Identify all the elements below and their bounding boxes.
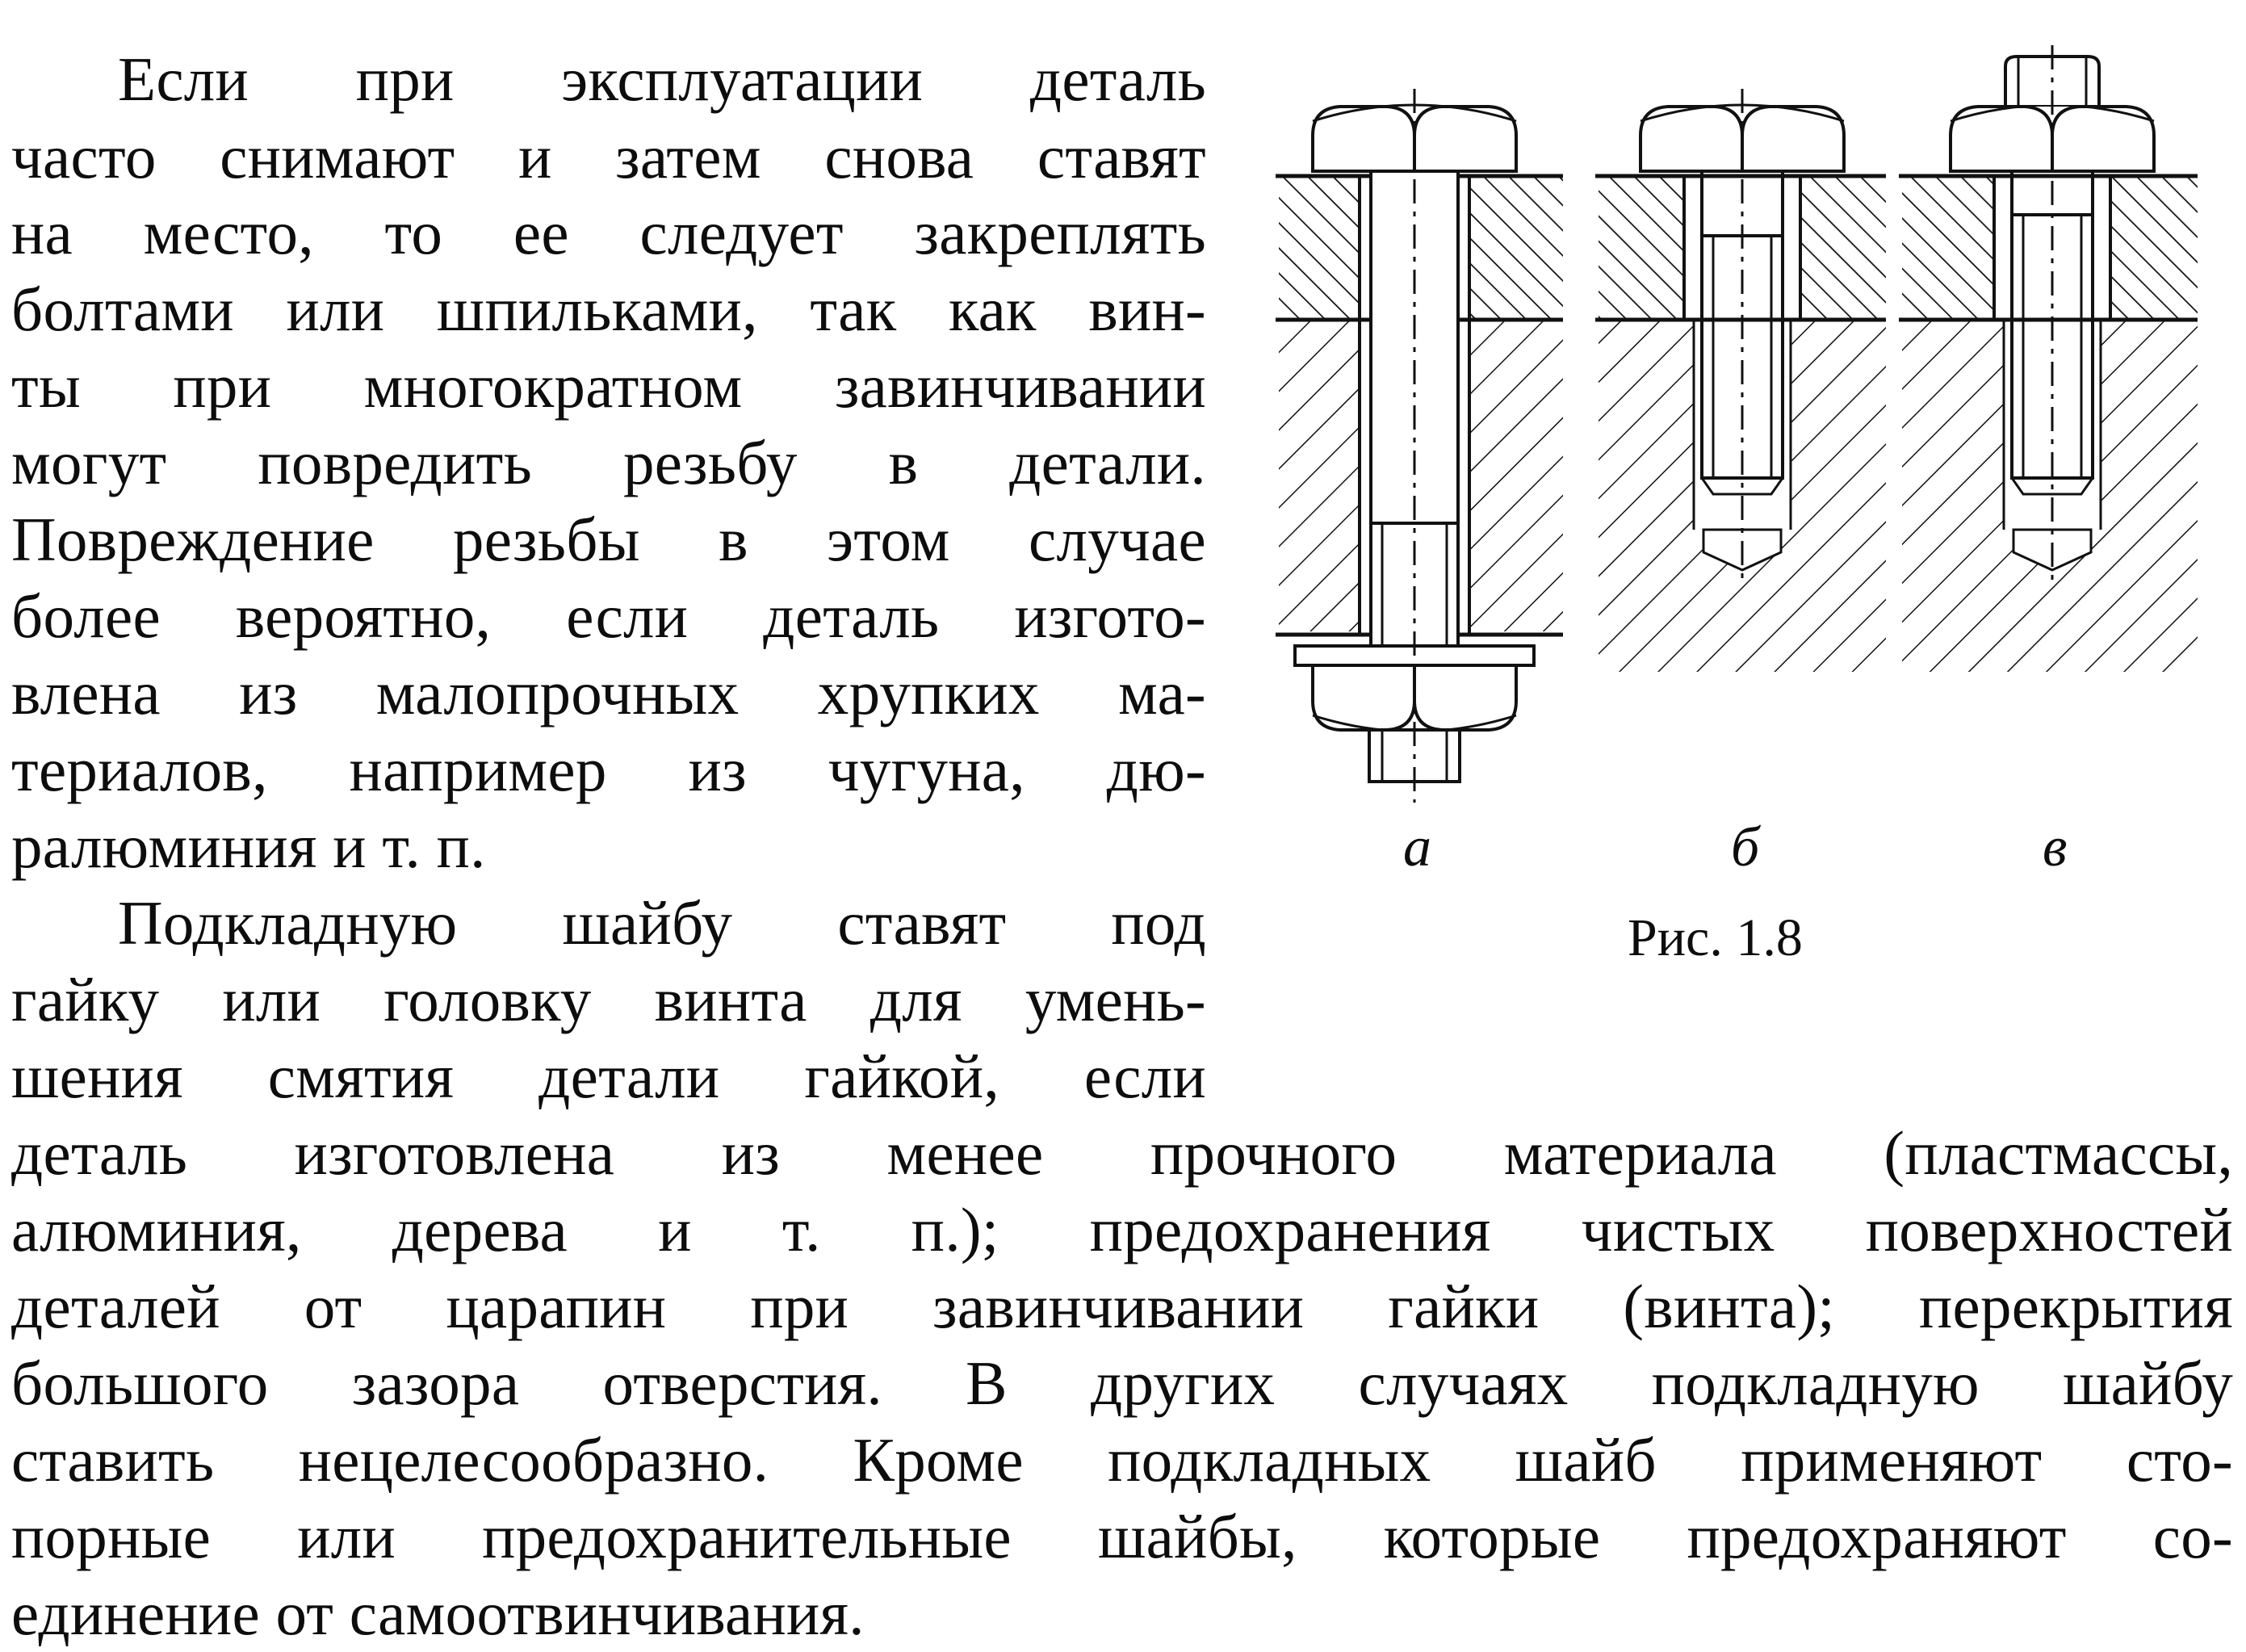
- text-line: порные или предохранительные шайбы, кото…: [11, 1502, 2233, 1571]
- text-line: на место, то ее следует закреплять: [11, 198, 1206, 267]
- text-line: влена из малопрочных хрупких ма-: [11, 658, 1206, 727]
- text-line: большого зазора отверстия. В других случ…: [11, 1348, 2233, 1418]
- text-line: гайку или головку винта для умень-: [11, 965, 1206, 1034]
- text-line: териалов, например из чугуна, дю-: [11, 735, 1206, 804]
- text-line: единение от самоотвинчивания.: [11, 1579, 865, 1648]
- figure-label-a: а: [1403, 816, 1431, 878]
- text-line: Если при эксплуатации деталь: [118, 44, 1206, 114]
- text-line: ты при многократном завинчивании: [11, 351, 1206, 421]
- text-line: болтами или шпильками, так как вин-: [11, 275, 1206, 344]
- text-line: деталей от царапин при завинчивании гайк…: [11, 1272, 2233, 1341]
- figure-label-v: в: [2043, 816, 2068, 878]
- stud-joint-v: [1899, 45, 2198, 672]
- text-line: часто снимают и затем снова ставят: [11, 122, 1206, 191]
- screw-joint-b: [1595, 89, 1886, 672]
- text-line: более вероятно, если деталь изгото-: [11, 581, 1206, 651]
- text-line: ралюминия и т. п.: [11, 811, 486, 881]
- figure-fastener-joints: [1276, 45, 2198, 803]
- text-line: Подкладную шайбу ставят под: [118, 888, 1206, 958]
- text-line: могут повредить резьбу в детали.: [11, 428, 1206, 497]
- figure-caption: Рис. 1.8: [1628, 908, 1803, 967]
- bolt-joint-a: [1276, 89, 1563, 803]
- text-line: шения смятия детали гайкой, если: [11, 1042, 1206, 1111]
- text-line: деталь изготовлена из менее прочного мат…: [11, 1118, 2233, 1188]
- figure-label-b: б: [1731, 816, 1760, 878]
- text-line: Повреждение резьбы в этом случае: [11, 505, 1206, 574]
- text-line: алюминия, дерева и т. п.); предохранения…: [11, 1195, 2233, 1264]
- text-line: ставить нецелесообразно. Кроме подкладны…: [11, 1425, 2233, 1495]
